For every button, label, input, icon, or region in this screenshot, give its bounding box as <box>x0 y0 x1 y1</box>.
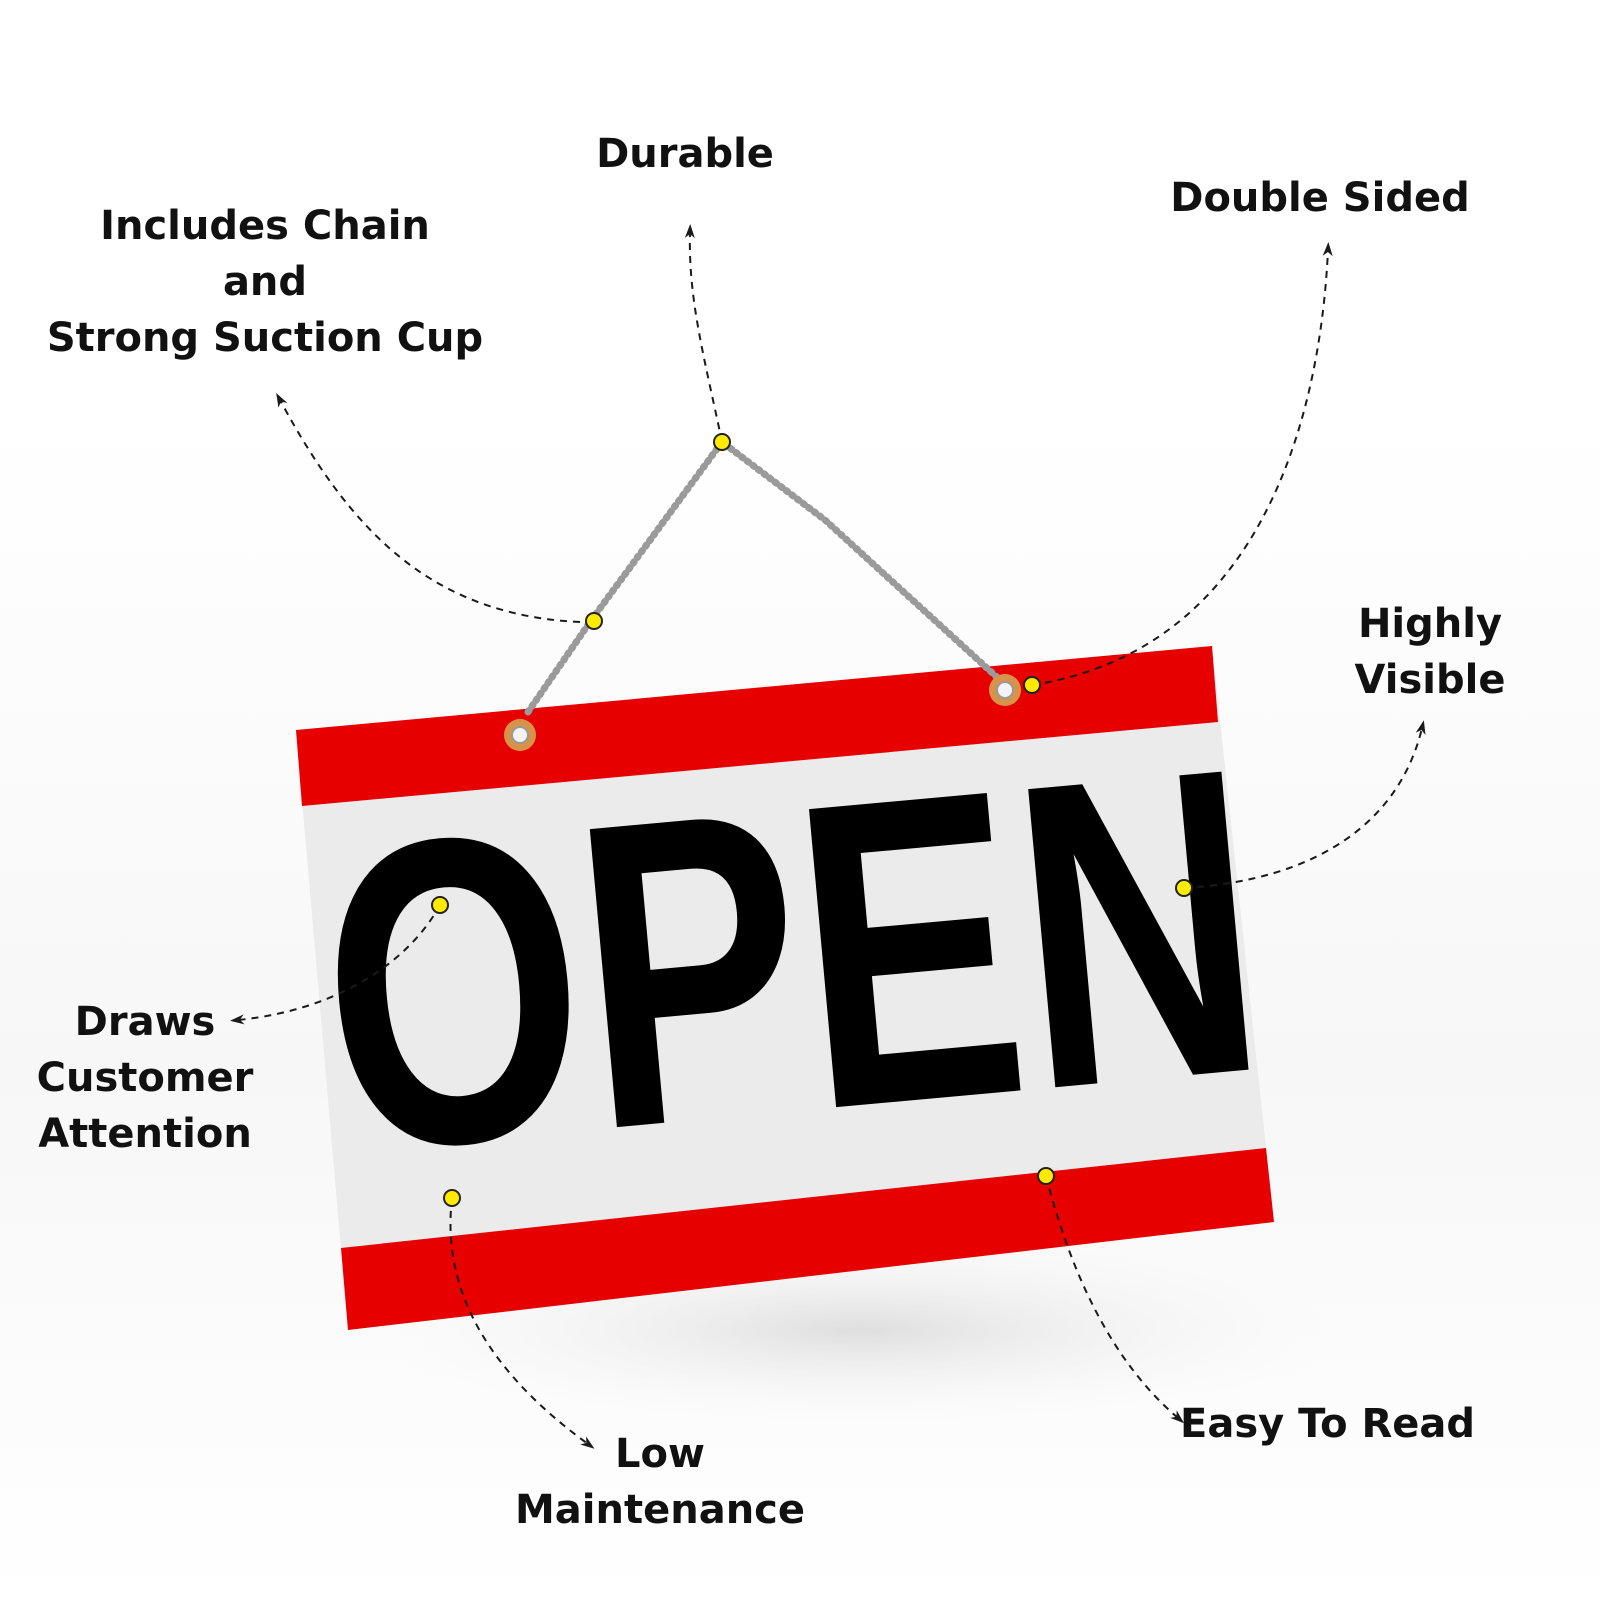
callout-markers <box>431 433 1193 1207</box>
arrow-chain <box>276 392 581 623</box>
feature-label-easy-to-read: Easy To Read <box>1180 1396 1500 1452</box>
arrow-easy-to-read <box>1045 1175 1185 1424</box>
feature-label-double-sided: Double Sided <box>1150 170 1490 226</box>
callout-arrows <box>230 224 1426 1449</box>
arrow-low-maintenance <box>449 1197 595 1449</box>
sign-open-text: OPEN <box>304 675 1279 1244</box>
feature-label-includes-chain: Includes Chain and Strong Suction Cup <box>40 198 490 366</box>
feature-line: and <box>222 259 308 305</box>
feature-line: Maintenance <box>514 1487 806 1533</box>
feature-label-draws-attention: Draws Customer Attention <box>20 994 270 1162</box>
grommet-left <box>504 719 536 751</box>
sign-bottom-band <box>341 1148 1274 1330</box>
grommet-right <box>989 674 1021 706</box>
feature-line: Low <box>615 1431 705 1477</box>
marker-highly-visible <box>1175 879 1193 897</box>
feature-line: Includes Chain <box>100 203 430 249</box>
marker-easy-to-read <box>1037 1167 1055 1185</box>
open-sign: OPEN <box>296 646 1279 1330</box>
feature-label-highly-visible: Highly Visible <box>1330 596 1530 708</box>
feature-line: Draws <box>74 999 216 1045</box>
feature-label-low-maintenance: Low Maintenance <box>500 1426 820 1538</box>
sign-top-band <box>296 646 1218 806</box>
marker-durable <box>713 433 731 451</box>
feature-line: Visible <box>1354 657 1506 703</box>
marker-low-maintenance <box>443 1189 461 1207</box>
feature-label-durable: Durable <box>560 126 810 182</box>
arrow-highly-visible <box>1183 720 1426 889</box>
feature-line: Double Sided <box>1170 175 1470 221</box>
arrow-draws-attention <box>230 904 441 1025</box>
feature-line: Durable <box>596 131 774 177</box>
feature-line: Highly <box>1357 601 1503 647</box>
feature-line: Strong Suction Cup <box>46 315 484 361</box>
feature-line: Customer <box>36 1055 254 1101</box>
marker-draws-attention <box>431 896 449 914</box>
feature-line: Easy To Read <box>1180 1401 1476 1447</box>
sign-face <box>296 646 1274 1330</box>
marker-double-sided <box>1023 676 1041 694</box>
feature-line: Attention <box>38 1111 252 1157</box>
arrow-double-sided <box>1031 242 1333 686</box>
arrow-durable <box>684 224 723 443</box>
marker-chain <box>585 612 603 630</box>
